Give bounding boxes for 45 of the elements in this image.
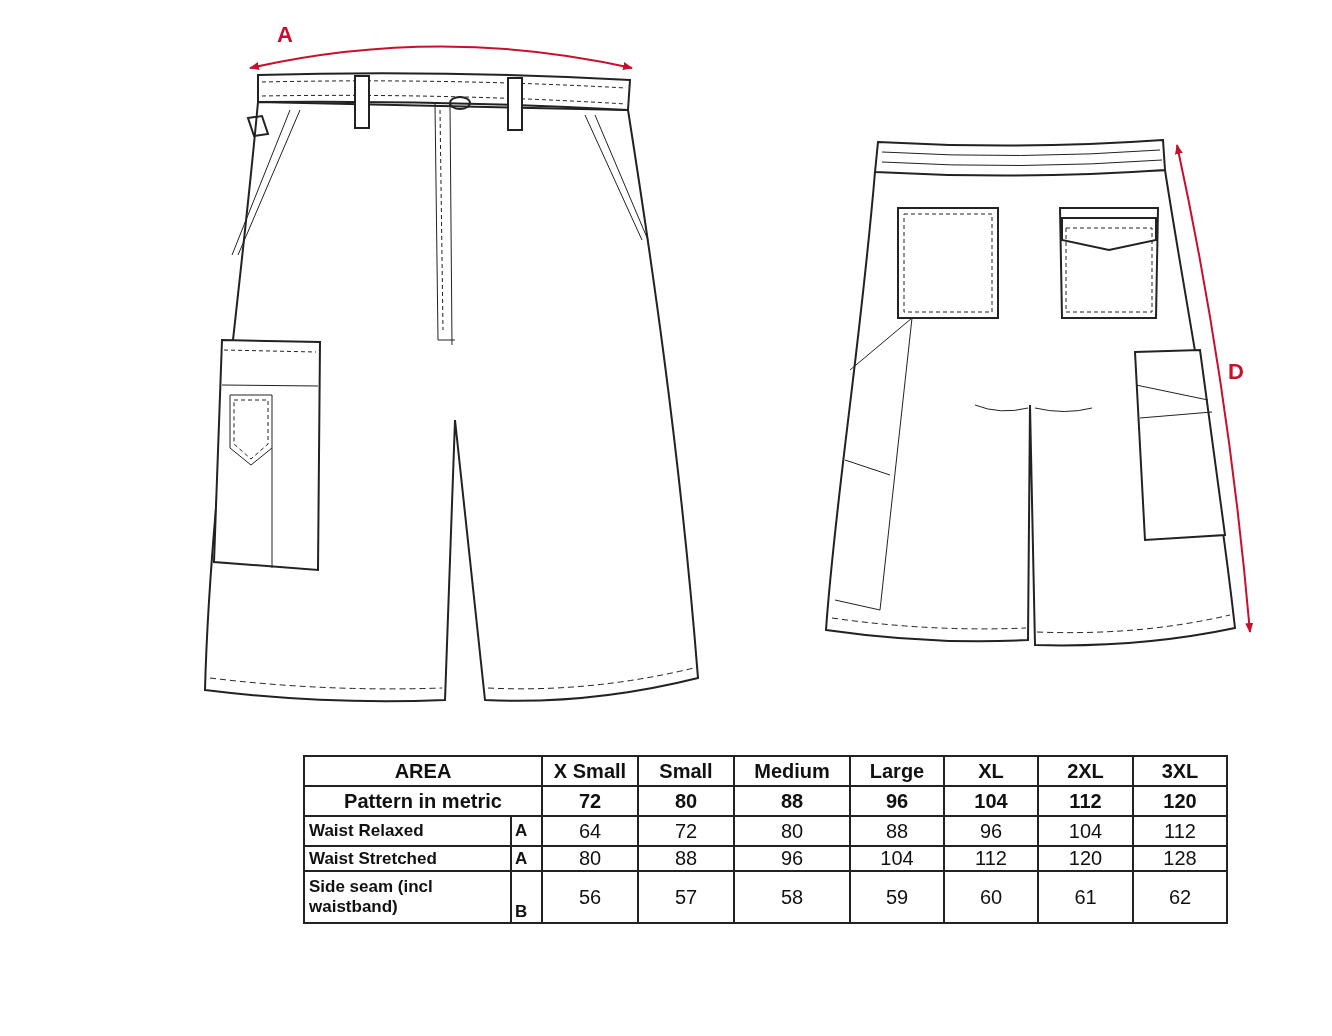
- size-header: XL: [944, 756, 1038, 786]
- measurement-value: 112: [944, 846, 1038, 871]
- measurement-value: 96: [944, 816, 1038, 846]
- size-header: Large: [850, 756, 944, 786]
- dimension-label: D: [1228, 361, 1244, 383]
- size-header: Medium: [734, 756, 850, 786]
- table-header: AREA: [304, 756, 542, 786]
- pattern-value: 120: [1133, 786, 1227, 816]
- pattern-value: 104: [944, 786, 1038, 816]
- measurement-value: 62: [1133, 871, 1227, 923]
- size-header: X Small: [542, 756, 638, 786]
- measure-letter: A: [511, 846, 542, 871]
- pattern-value: 80: [638, 786, 734, 816]
- row-label: Pattern in metric: [304, 786, 542, 816]
- dimension-label: A: [277, 24, 293, 46]
- pattern-value: 88: [734, 786, 850, 816]
- measurement-value: 88: [638, 846, 734, 871]
- measurement-value: 57: [638, 871, 734, 923]
- measurement-value: 64: [542, 816, 638, 846]
- pattern-value: 112: [1038, 786, 1133, 816]
- measurement-value: 59: [850, 871, 944, 923]
- measurement-value: 58: [734, 871, 850, 923]
- measurement-value: 112: [1133, 816, 1227, 846]
- measurement-value: 72: [638, 816, 734, 846]
- row-label: Waist Stretched: [304, 846, 511, 871]
- measurement-value: 96: [734, 846, 850, 871]
- measurement-value: 61: [1038, 871, 1133, 923]
- measurement-value: 128: [1133, 846, 1227, 871]
- measurement-value: 80: [734, 816, 850, 846]
- measurement-value: 120: [1038, 846, 1133, 871]
- measurement-value: 88: [850, 816, 944, 846]
- measurement-value: 80: [542, 846, 638, 871]
- pattern-value: 72: [542, 786, 638, 816]
- measure-letter: B: [511, 871, 542, 923]
- row-label: Waist Relaxed: [304, 816, 511, 846]
- measurement-value: 56: [542, 871, 638, 923]
- pattern-value: 96: [850, 786, 944, 816]
- measure-letter: A: [511, 816, 542, 846]
- size-header: 2XL: [1038, 756, 1133, 786]
- measurement-value: 60: [944, 871, 1038, 923]
- measurement-value: 104: [1038, 816, 1133, 846]
- measurement-value: 104: [850, 846, 944, 871]
- row-label: Side seam (incl waistband): [304, 871, 511, 923]
- size-header: Small: [638, 756, 734, 786]
- size-header: 3XL: [1133, 756, 1227, 786]
